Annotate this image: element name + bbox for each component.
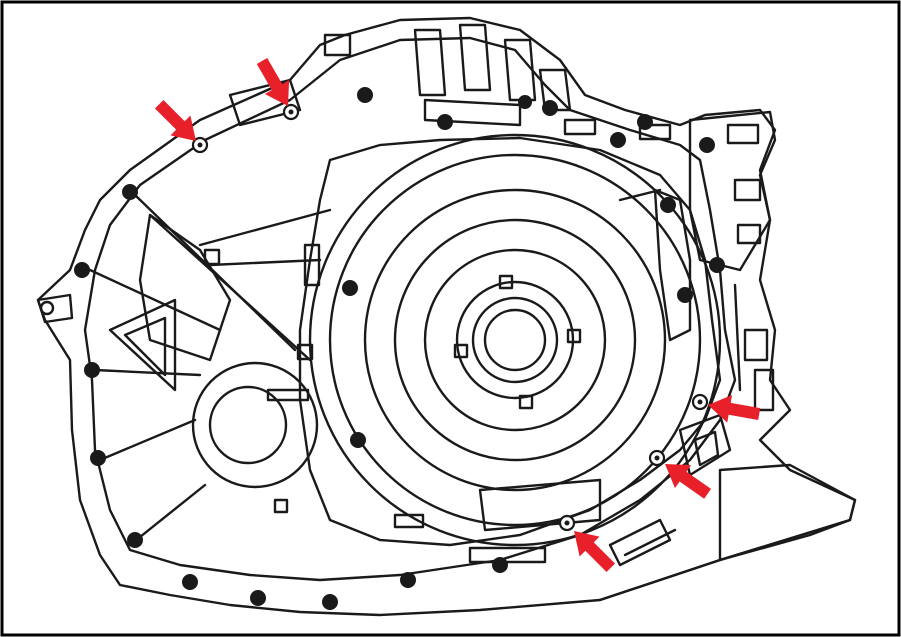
bolt <box>127 532 143 548</box>
oil-pan-rib <box>623 528 677 557</box>
housing-rib <box>148 213 312 362</box>
top-slot <box>638 123 672 141</box>
red-arrow-pointer-icon <box>574 531 616 573</box>
inner-feature <box>273 498 289 514</box>
lower-slot <box>468 546 547 564</box>
bolt <box>74 262 90 278</box>
right-edge-line <box>733 283 742 392</box>
bolt <box>437 114 453 130</box>
lower-right-channel <box>693 430 720 467</box>
lower-right-channel <box>678 413 732 477</box>
right-channel <box>618 188 662 202</box>
hub-bore <box>483 308 547 372</box>
bell-housing-outer <box>308 133 722 547</box>
inner-feature <box>303 243 321 287</box>
bolt <box>610 132 626 148</box>
top-rib <box>423 98 522 127</box>
hub-tab <box>453 343 469 359</box>
oil-pan-edge <box>598 518 852 602</box>
housing-rib <box>128 483 207 547</box>
housing-rib <box>93 368 202 377</box>
housing-rib <box>208 258 322 267</box>
lower-slot <box>393 513 425 529</box>
differential-bore-outer <box>191 361 319 489</box>
lower-pocket <box>478 478 602 532</box>
top-boss <box>538 68 572 112</box>
top-boss-cap <box>323 33 352 57</box>
left-pocket <box>138 213 232 362</box>
valve-body-slot <box>733 178 762 202</box>
bolt <box>400 572 416 588</box>
triangular-boss-inner <box>123 316 167 377</box>
red-arrow-pointer-icon <box>256 57 290 106</box>
housing-outline <box>36 16 857 617</box>
highlighted-bolt-center <box>564 520 570 526</box>
bolt <box>250 590 266 606</box>
housing-rib <box>88 268 222 332</box>
bell-housing-ring-1 <box>328 153 702 527</box>
bolt <box>350 432 366 448</box>
red-arrow-pointer-icon <box>665 464 712 499</box>
bolt <box>357 87 373 103</box>
valve-body-slot <box>736 223 762 245</box>
red-arrow-pointer-icon <box>708 395 761 423</box>
bolt <box>542 100 558 116</box>
highlighted-bolt-center <box>288 109 294 115</box>
bell-housing-ring-3 <box>393 218 637 462</box>
bolt <box>182 574 198 590</box>
bolt <box>677 287 693 303</box>
bolt <box>660 197 676 213</box>
highlighted-bolt-center <box>697 399 703 405</box>
inner-feature <box>203 248 221 266</box>
right-edge-tab <box>753 368 775 412</box>
bolt <box>518 95 532 109</box>
highlighted-bolt-center <box>654 455 660 461</box>
inner-feature <box>296 343 314 361</box>
top-boss <box>458 23 492 92</box>
bolt <box>492 557 508 573</box>
bolt <box>322 594 338 610</box>
housing-flange <box>83 36 737 582</box>
bolt <box>84 362 100 378</box>
hub-tab <box>498 274 514 290</box>
bolt <box>709 257 725 273</box>
valve-body <box>688 110 777 272</box>
inner-feature <box>266 388 310 402</box>
bell-housing-ring-2 <box>363 188 667 492</box>
hub-tab <box>518 394 534 410</box>
bolt <box>699 137 715 153</box>
bolt <box>90 450 106 466</box>
right-channel <box>653 188 692 342</box>
left-mount-ear <box>36 293 74 324</box>
triangular-boss <box>108 298 177 392</box>
oil-pan-rib <box>608 518 672 567</box>
differential-bore-inner <box>208 385 288 465</box>
hub-inner <box>471 296 559 384</box>
left-mount-hole <box>39 300 55 316</box>
red-arrow-pointer-icon <box>154 99 196 141</box>
housing-rib <box>198 208 332 247</box>
right-edge-tab <box>743 328 769 362</box>
bolt <box>637 114 653 130</box>
bolt <box>342 280 358 296</box>
housing-rib <box>98 418 197 462</box>
valve-body-slot <box>726 123 760 145</box>
oil-pan <box>718 463 857 562</box>
highlighted-bolt-center <box>197 142 203 148</box>
bell-housing-ring-4 <box>423 248 607 432</box>
hub-tab <box>566 328 582 344</box>
top-boss <box>503 38 537 102</box>
bolt <box>122 184 138 200</box>
top-slot <box>563 118 597 136</box>
top-boss <box>413 28 447 97</box>
hub-outer <box>455 280 575 400</box>
